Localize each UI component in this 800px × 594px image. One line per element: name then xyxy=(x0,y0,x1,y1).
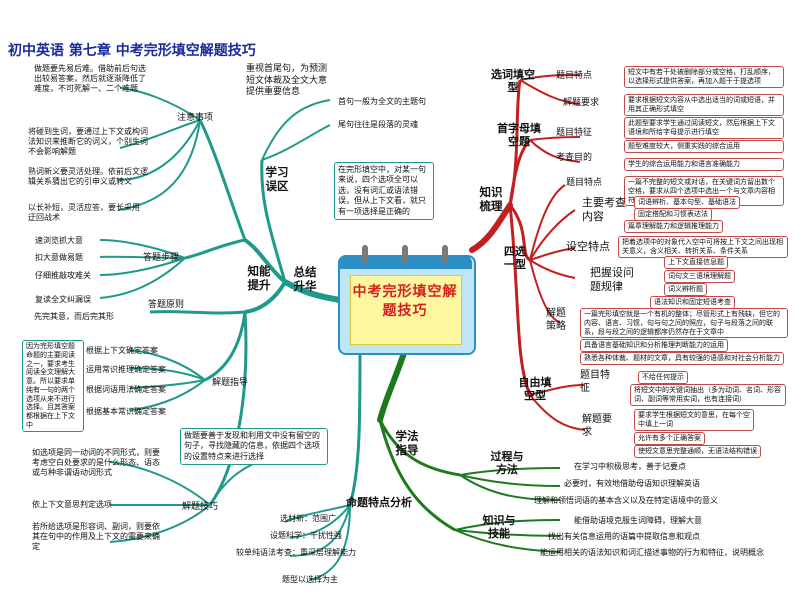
cloze-select-label: 选词填空型 xyxy=(491,68,535,95)
principle-label: 答题原则 xyxy=(148,300,185,310)
four-setup-item: 把着选项中的对象代入空中可将按上下文之间出现相关意义，含义相关、转折关系、条件关… xyxy=(618,236,788,258)
four-main-item: 词语辨析、基本句型、基础语法 xyxy=(634,196,740,209)
head-tail-intro: 重视首尾句，为预测短文体裁及全文大意提供重要信息 xyxy=(246,64,328,98)
step-item: 扣大意做易题 xyxy=(35,253,83,262)
notes-label: 注意事项 xyxy=(177,113,214,123)
right-branch-label: 知识梳理 xyxy=(479,185,503,213)
principle-item: 先完其意，而后完其形 xyxy=(34,312,114,321)
free-req-item: 允许有多个正确答案 xyxy=(634,432,705,445)
guidance-item: 根据基本常识确定答案 xyxy=(86,407,166,416)
summary-label: 总结升华 xyxy=(293,265,317,293)
initial-feature-label: 题目特征 xyxy=(556,128,593,138)
note-item: 熟词新义要灵活处理。依前后文逻辑关系猜出它的引申义或转义 xyxy=(28,167,148,186)
note-item: 做题要先易后难。借助前后句选出较易答案，然后就逐渐降低了难度，不可死解一、二个难… xyxy=(34,64,146,93)
step-item: 速浏览抓大意 xyxy=(35,236,83,245)
initial-feature-2: 题型难度较大，侧重实践的综合运用 xyxy=(624,140,784,153)
left-branch-label: 知能提升 xyxy=(247,264,271,292)
feature-item: 设题科学：干扰性强 xyxy=(270,531,342,540)
page-title: 初中英语 第七章 中考完形填空解题技巧 xyxy=(8,43,256,59)
four-strategy-label: 解题策略 xyxy=(546,308,566,332)
four-strategy-2: 具备语言基础知识和分析推理判断能力的运用 xyxy=(580,339,728,352)
center-title: 中考完形填空解题技巧 xyxy=(352,284,458,319)
four-rule-item: 词句文三语境理解题 xyxy=(664,270,735,283)
note-item: 将碰到生词，要通过上下文或构词法知识来推断它的词义，个别生词不会影响解题 xyxy=(28,127,148,156)
process-item: 必要时，有效地借助母语知识理解英语 xyxy=(564,479,700,488)
steps-label: 答题步骤 xyxy=(143,253,180,263)
guidance-side-note: 因为完形填空题命题的主要阅读之一，要求考生阅读全文理解大意。所以要求单纯有一句的… xyxy=(22,340,84,432)
free-req-item: 使短文意思完整通顺，无语法结构错误 xyxy=(634,445,761,458)
free-feature-label: 题目特征 xyxy=(580,370,610,394)
cloze-feature-label: 题目特点 xyxy=(556,71,593,81)
tips-intro: 做题要善于发现和利用文中没有留空的句子，寻找隐藏的信息，依据四个选项的设置特点来… xyxy=(180,428,328,466)
four-main-item: 固定搭配和习惯表达法 xyxy=(634,208,712,221)
binder-ring-icon xyxy=(402,245,408,263)
initial-focus-label: 考查目的 xyxy=(556,153,593,163)
binder-ring-icon xyxy=(442,245,448,263)
four-strategy-text: 一篇完形填空就是一个有机的整体；尽管形式上有残缺，但它的内容、语言、习惯，句与句… xyxy=(580,308,788,339)
process-item: 在学习中积极思考，善于记要点 xyxy=(574,462,686,471)
feature-item: 题型以选择为主 xyxy=(282,575,338,584)
initial-letter-label: 首字母填空题 xyxy=(497,122,541,149)
four-main-item: 篇章理解能力和逻辑推理能力 xyxy=(624,220,723,233)
skills-label: 知识与技能 xyxy=(482,514,516,541)
skills-item: 能借助语境克服生词障碍，理解大意 xyxy=(574,516,702,525)
step-item: 复读全文纠漏误 xyxy=(35,295,91,304)
guidance-item: 根据上下文确定答案 xyxy=(86,346,158,355)
cloze-feature-text: 短文中有若干处被删除部分或空格，打乱顺序，以选择形式提供答案，再加入题干于提选项 xyxy=(624,66,784,88)
guidance-item: 运用常识推理确定答案 xyxy=(86,365,166,374)
skills-item: 能运用相关的语法知识和词汇描述事物的行为和特征，说明概念 xyxy=(540,548,764,557)
cloze-req-text: 要求根据短文内容从中选出适当的词或短语，并用其正确形式填空 xyxy=(624,94,784,116)
tips-label: 解题技巧 xyxy=(182,502,219,512)
four-feature-label: 题目特点 xyxy=(566,178,603,188)
free-feature-item: 不给任何提示 xyxy=(638,371,688,384)
four-rule-item: 语法知识和固定短语考查 xyxy=(650,296,735,309)
last-sentence-note: 尾句往往是段落的灵魂 xyxy=(338,120,418,129)
first-sentence-note: 首句一般为全文的主题句 xyxy=(338,97,426,106)
feature-item: 选材新：范围广 xyxy=(280,514,336,523)
process-item: 理解和领悟词语的基本含义以及在特定语境中的意义 xyxy=(534,496,718,505)
tip-item: 若所给选项是形容词、副词，则要依其在句中的作用及上下文的需要来确定 xyxy=(32,522,160,551)
four-rule-label: 把握设问题规律 xyxy=(590,266,634,293)
skills-item: 找出有关信息运用的语篇中提取信息和观点 xyxy=(548,532,700,541)
four-choice-label: 四选一型 xyxy=(504,245,526,272)
feature-item: 较单纯语法考查：重深层理解能力 xyxy=(236,548,356,557)
step-item: 仔细推敲攻难关 xyxy=(35,271,91,280)
four-strategy-3: 熟悉各种体裁、题材的文章，具有较强的语感和对社会分析能力 xyxy=(580,352,784,365)
four-setup-item: 上下文直接信息题 xyxy=(664,256,728,269)
four-rule-item: 词义辨析题 xyxy=(664,283,707,296)
guidance-item: 根据词语用法确定答案 xyxy=(86,385,166,394)
features-label: 命题特点分析 xyxy=(346,496,412,509)
initial-feature-text: 此题型要求学生通过阅读短文，然后根据上下文语境和所给字母提示进行填空 xyxy=(624,117,784,139)
bottom-branch-label: 学法指导 xyxy=(395,429,419,457)
center-paper xyxy=(350,275,462,345)
cloze-req-label: 解题要求 xyxy=(563,98,600,108)
guidance-label: 解题指导 xyxy=(212,378,249,388)
free-feature-item: 将短文中的关键词抽出（多为动词、名词、形容词、副词等常用实词，也有连接词） xyxy=(630,384,786,406)
free-label: 自由填空型 xyxy=(518,376,552,403)
binder-ring-icon xyxy=(362,245,368,263)
four-setup-label: 设空特点 xyxy=(566,240,610,253)
tip-item: 如选项是同一动词的不同形式，则要考虑空白处要求的是什么形态、语态或与种非谓语动词… xyxy=(32,448,160,477)
free-req-item: 要求学生根据短文的意思，在每个空中填上一词 xyxy=(634,409,754,431)
four-main-label: 主要考查内容 xyxy=(582,196,626,223)
note-item: 以长补短，灵活应答，要长采用迂回战术 xyxy=(28,203,140,222)
study-mistake-label: 学习误区 xyxy=(265,165,289,193)
initial-focus-text: 学生的综合运用能力和语言准确能力 xyxy=(624,158,784,171)
study-mistake-text: 在完形填空中，对某一句来说，四个选项全可以选，没有词汇或语法错误，但从上下文看，… xyxy=(334,162,434,220)
process-label: 过程与方法 xyxy=(490,450,524,477)
tip-item: 依上下文意思判定选项 xyxy=(32,500,112,509)
free-req-label: 解题要求 xyxy=(582,414,612,438)
center-node: 中考完形填空解题技巧 xyxy=(338,243,476,355)
